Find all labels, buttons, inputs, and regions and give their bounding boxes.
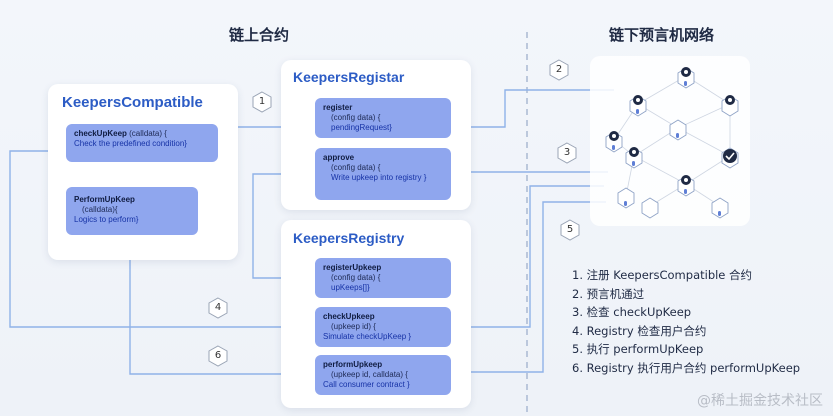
step-number: 5 (566, 224, 574, 235)
onchain-header: 链上合约 (229, 26, 290, 44)
step-badge-4: 4 (207, 297, 229, 319)
arrow-network-to-check-upkeep (450, 185, 604, 333)
function-name: register (323, 103, 353, 112)
arrow-step-6 (124, 244, 307, 375)
watermark: @稀土掘金技术社区 (697, 393, 823, 409)
step-number: 4 (214, 302, 222, 313)
steps-legend: 1. 注册 KeepersCompatible 合约 2. 预言机通过 3. 检… (572, 266, 800, 378)
function-args: (upkeep id) { (331, 322, 376, 331)
oracle-network-icon (590, 56, 750, 226)
function-body: Write upkeep into registry } (331, 173, 427, 182)
keepers-registry-card: KeepersRegistry registerUpkeep (config d… (281, 220, 471, 408)
function-name: performUpkeep (323, 360, 383, 369)
legend-item-5: 5. 执行 performUpKeep (572, 342, 704, 357)
function-body: pendingRequest} (331, 123, 392, 132)
step-badge-2: 2 (548, 59, 570, 81)
arrow-step-2 (450, 89, 614, 133)
legend-item-2: 2. 预言机通过 (572, 286, 645, 301)
function-args: (calldata){ (82, 205, 118, 214)
function-body: Logics to perform} (74, 215, 139, 224)
function-box-check-upkeep: checkUpkeep (upkeep id) { Simulate check… (315, 307, 451, 347)
function-args: (calldata) { (126, 129, 167, 138)
step-number: 6 (214, 350, 222, 361)
legend-item-4: 4. Registry 检查用户合约 (572, 323, 707, 338)
function-body: Simulate checkUpKeep } (323, 332, 412, 341)
function-name: checkUpKeep (74, 129, 127, 138)
step-number: 1 (258, 96, 266, 107)
function-body: Check the predefined condition} (74, 139, 187, 148)
keepers-registar-card: KeepersRegistar register (config data) {… (281, 60, 471, 210)
function-name: approve (323, 153, 355, 162)
function-box-performupkeep: PerformUpKeep (calldata){ Logics to perf… (66, 187, 198, 235)
keepers-compatible-title: KeepersCompatible (62, 94, 203, 111)
arrow-step-5 (450, 201, 606, 378)
function-box-checkupkeep: checkUpKeep (calldata) { Check the prede… (66, 124, 218, 162)
step-badge-1: 1 (251, 91, 273, 113)
function-box-register: register (config data) { pendingRequest} (315, 98, 451, 138)
function-name: registerUpkeep (323, 263, 382, 272)
function-name: checkUpkeep (323, 312, 375, 321)
step-badge-6: 6 (207, 345, 229, 367)
function-args: (config data) { (331, 163, 381, 172)
arrow-approve-to-register-upkeep (252, 173, 308, 284)
legend-item-1: 1. 注册 KeepersCompatible 合约 (572, 268, 753, 282)
keepers-registry-title: KeepersRegistry (293, 230, 405, 246)
offchain-header: 链下预言机网络 (609, 26, 715, 44)
function-name: PerformUpKeep (74, 195, 135, 204)
step-badge-3: 3 (556, 142, 578, 164)
step-badge-5: 5 (559, 219, 581, 241)
function-args: (config data) { (331, 273, 381, 282)
function-body: upKeeps[]} (331, 283, 370, 292)
function-box-register-upkeep: registerUpkeep (config data) { upKeeps[]… (315, 258, 451, 298)
function-args: (config data) { (331, 113, 381, 122)
keepers-compatible-card: KeepersCompatible checkUpKeep (calldata)… (48, 84, 238, 260)
legend-item-6: 6. Registry 执行用户合约 performUpKeep (572, 360, 801, 375)
function-body: Call consumer contract } (323, 380, 410, 389)
function-box-perform-upkeep: performUpkeep (upkeep id, calldata) { Ca… (315, 355, 451, 395)
legend-item-3: 3. 检查 checkUpKeep (572, 305, 692, 320)
oracle-network-panel (590, 56, 750, 226)
step-number: 3 (563, 147, 571, 158)
step-number: 2 (555, 64, 563, 75)
function-args: (upkeep id, calldata) { (331, 370, 408, 379)
arrow-step-4 (9, 145, 307, 328)
keepers-registar-title: KeepersRegistar (293, 69, 405, 85)
function-box-approve: approve (config data) { Write upkeep int… (315, 148, 451, 200)
